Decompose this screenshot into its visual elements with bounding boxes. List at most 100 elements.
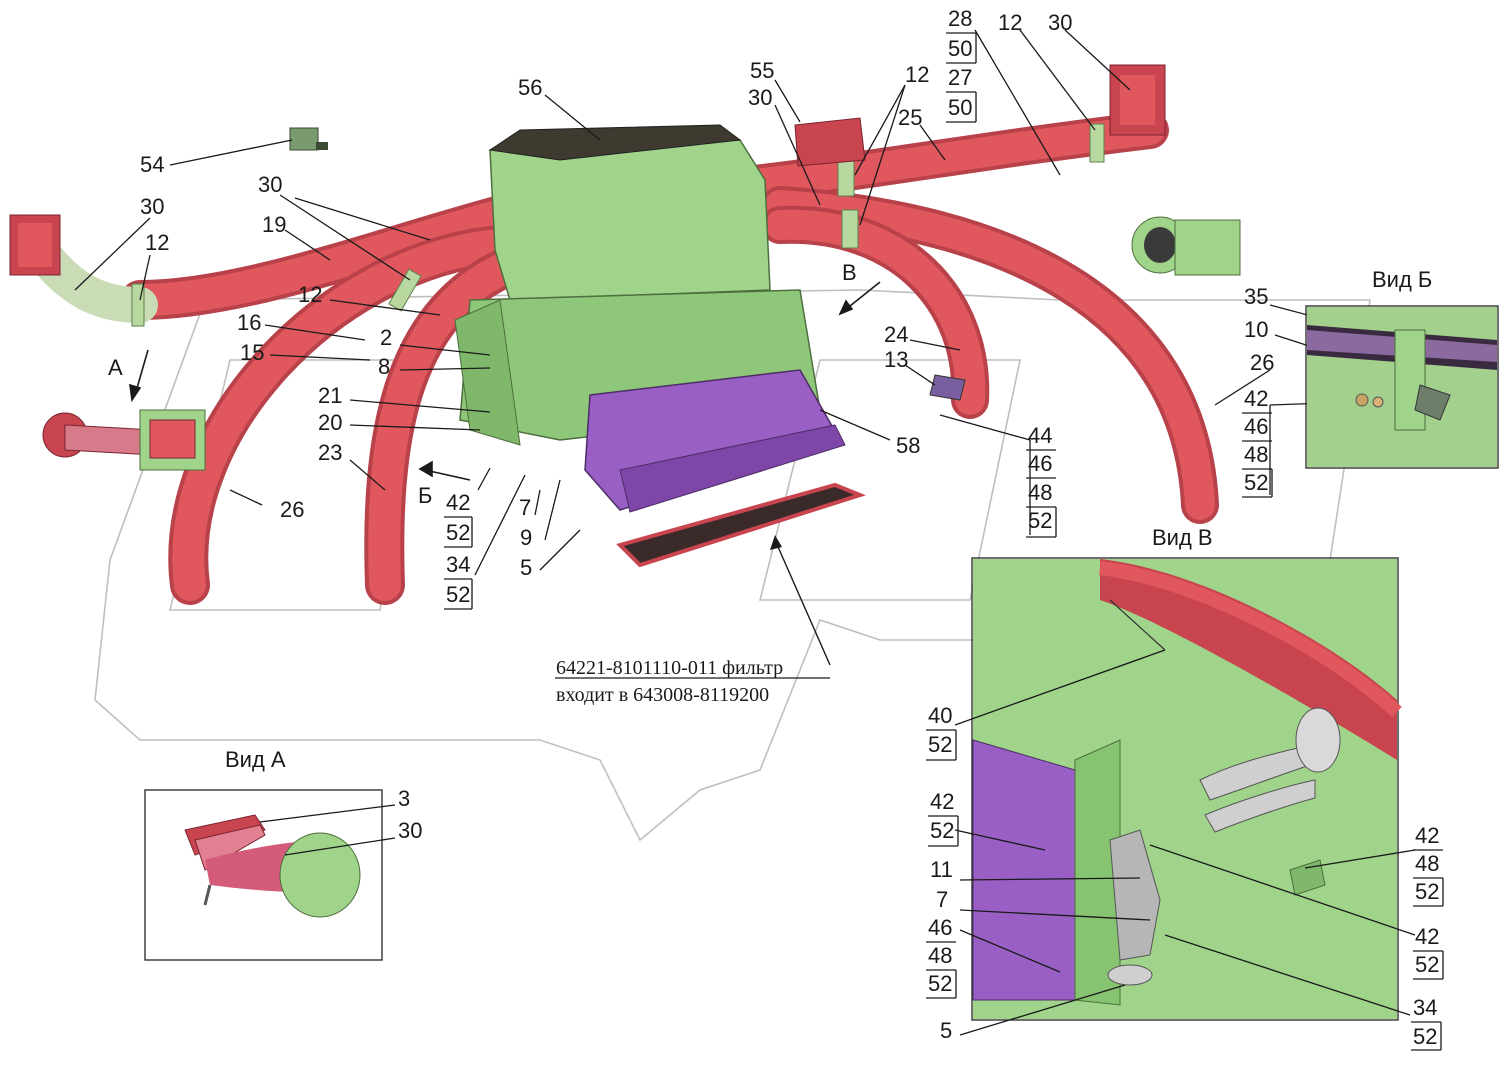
callout-24: 24 [884, 322, 908, 347]
bracket-13 [929, 374, 966, 401]
callout-52: 52 [1415, 952, 1439, 977]
hose-24-highlight [765, 209, 986, 415]
callout-23: 23 [318, 440, 342, 465]
callout-42: 42 [1415, 924, 1439, 949]
callout-46: 46 [1244, 414, 1268, 439]
view-a-inset [144, 789, 396, 961]
clamp-12-right [1089, 123, 1105, 163]
callout-28: 28 [948, 6, 972, 31]
arrow-v-letter: В [842, 260, 857, 285]
callout-54: 54 [140, 152, 164, 177]
callout-48: 48 [928, 943, 952, 968]
callout-52: 52 [928, 971, 952, 996]
callout-26: 26 [1250, 350, 1274, 375]
callout-40: 40 [928, 703, 952, 728]
callout-19: 19 [262, 212, 286, 237]
hose-25-highlight [685, 115, 1165, 205]
filter-housing-front [619, 424, 846, 513]
view-b-title: Вид Б [1372, 267, 1432, 292]
callout-52: 52 [1244, 470, 1268, 495]
view-a-title: Вид А [225, 747, 286, 772]
callout-12: 12 [998, 10, 1022, 35]
callout-20: 20 [318, 410, 342, 435]
callout-30: 30 [258, 172, 282, 197]
callout-30: 30 [748, 85, 772, 110]
filter-element [616, 482, 866, 568]
nozzle-right [1131, 216, 1241, 276]
callout-7: 7 [519, 495, 531, 520]
callout-58: 58 [896, 433, 920, 458]
callout-42: 42 [446, 490, 470, 515]
callout-48: 48 [1028, 480, 1052, 505]
callout-30: 30 [140, 194, 164, 219]
callout-12: 12 [145, 230, 169, 255]
callout-12: 12 [905, 62, 929, 87]
callout-52: 52 [1415, 879, 1439, 904]
callout-42: 42 [1244, 386, 1268, 411]
callout-7: 7 [936, 887, 948, 912]
callout-9: 9 [520, 525, 532, 550]
callout-34: 34 [446, 552, 470, 577]
callout-11: 11 [930, 857, 953, 882]
callout-5: 5 [940, 1018, 952, 1043]
callout-30: 30 [1048, 10, 1072, 35]
main-assembly [9, 64, 1241, 605]
bracket-55 [794, 117, 866, 167]
callout-50: 50 [948, 36, 972, 61]
callout-52: 52 [446, 520, 470, 545]
callout-25: 25 [898, 105, 922, 130]
callout-3: 3 [398, 786, 410, 811]
hose-26-right-highlight [765, 190, 1215, 520]
callout-16: 16 [237, 310, 261, 335]
callout-48: 48 [1244, 442, 1268, 467]
callout-42: 42 [1415, 823, 1439, 848]
callout-52: 52 [1413, 1024, 1437, 1049]
callout-44: 44 [1028, 423, 1052, 448]
callout-12: 12 [298, 282, 322, 307]
view-titles: Вид А Вид Б Вид В А Б В [108, 260, 1432, 772]
callout-2: 2 [380, 325, 392, 350]
callout-34: 34 [1413, 995, 1437, 1020]
callout-labels: 54 30 12 30 19 56 55 30 28 50 27 50 12 3… [140, 6, 1439, 1049]
callout-26: 26 [280, 497, 304, 522]
callout-42: 42 [930, 789, 954, 814]
fraction-lines [444, 32, 1444, 1051]
heater-unit-lid [488, 124, 742, 161]
callout-13: 13 [884, 347, 908, 372]
callout-27: 27 [948, 65, 972, 90]
callout-46: 46 [1028, 451, 1052, 476]
callout-56: 56 [518, 75, 542, 100]
view-v-title: Вид В [1152, 525, 1213, 550]
view-b-inset [1305, 305, 1499, 469]
callout-52: 52 [446, 582, 470, 607]
callout-50: 50 [948, 95, 972, 120]
callout-30: 30 [398, 818, 422, 843]
caption-line-1: 64221-8101110-011 фильтр [556, 657, 783, 679]
clamp-12-mid [841, 209, 859, 249]
callout-55: 55 [750, 58, 774, 83]
flange-right-top [1109, 64, 1166, 136]
hose-26-left-highlight [172, 229, 516, 601]
callout-52: 52 [1028, 508, 1052, 533]
filter-caption: 64221-8101110-011 фильтр входит в 643008… [556, 657, 783, 706]
callout-46: 46 [928, 915, 952, 940]
hose-23-highlight [368, 254, 516, 601]
callout-35: 35 [1244, 284, 1268, 309]
callout-48: 48 [1415, 851, 1439, 876]
heater-unit-top [489, 139, 771, 301]
hose-19-highlight [124, 194, 536, 316]
leader-lines-view-v [954, 649, 1416, 1036]
callout-5: 5 [520, 555, 532, 580]
view-arrows [129, 281, 881, 481]
clamp-12-center [388, 268, 422, 312]
callout-10: 10 [1244, 317, 1268, 342]
callout-21: 21 [318, 383, 342, 408]
caption-line-2: входит в 643008-8119200 [556, 684, 769, 706]
nozzle-a [42, 409, 206, 471]
view-v-inset [971, 557, 1402, 1021]
callout-52: 52 [928, 732, 952, 757]
heater-unit-side [454, 299, 521, 446]
clamp-12-top [837, 157, 855, 197]
flange-left-top [9, 214, 61, 276]
